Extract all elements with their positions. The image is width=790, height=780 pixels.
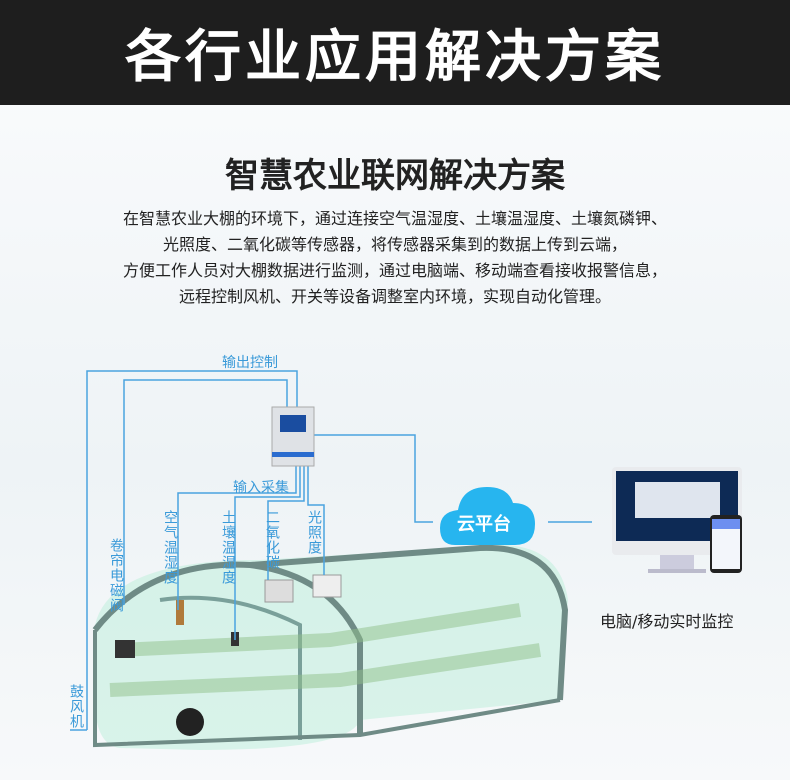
curtain-valve-label: 卷帘电磁阀 (108, 538, 124, 613)
description-line: 光照度、二氧化碳等传感器，将传感器采集到的数据上传到云端， (162, 235, 627, 254)
blower-icon (176, 708, 204, 736)
cloud-platform-label: 云平台 (457, 514, 511, 535)
section-description: 在智慧农业大棚的环境下，通过连接空气温湿度、土壤温湿度、土壤氮磷钾、 光照度、二… (0, 206, 790, 310)
solenoid-valve-icon (115, 640, 135, 658)
header-banner: 各行业应用解决方案 (0, 0, 790, 105)
light-intensity-label: 光照度 (306, 510, 322, 555)
section-title: 智慧农业联网解决方案 (225, 156, 565, 196)
monitor-caption: 电脑/移动实时监控 (600, 612, 734, 631)
computer-monitor-icon (612, 467, 742, 573)
description-line: 远程控制风机、开关等设备调整室内环境，实现自动化管理。 (178, 287, 611, 306)
light-sensor-icon (312, 574, 342, 598)
input-collection-label: 输入采集 (233, 480, 289, 496)
cloud-icon (440, 487, 535, 545)
air-sensor-icon (176, 600, 184, 625)
mobile-phone-icon (710, 515, 742, 573)
co2-sensor-icon (264, 579, 294, 603)
soil-temp-humidity-label: 土壤温湿度 (220, 510, 236, 585)
output-control-label: 输出控制 (222, 355, 278, 371)
description-line: 在智慧农业大棚的环境下，通过连接空气温湿度、土壤温湿度、土壤氮磷钾、 (122, 209, 667, 228)
header-title: 各行业应用解决方案 (125, 25, 665, 90)
blower-label: 鼓风机 (68, 684, 84, 729)
data-collector-box (271, 406, 315, 467)
description-line: 方便工作人员对大棚数据进行监测，通过电脑端、移动端查看接收报警信息， (122, 261, 667, 280)
air-temp-humidity-label: 空气温湿度 (162, 510, 178, 585)
co2-label: 二氧化碳 (264, 510, 280, 570)
wiring-lines (70, 370, 592, 731)
greenhouse-illustration (92, 544, 569, 750)
